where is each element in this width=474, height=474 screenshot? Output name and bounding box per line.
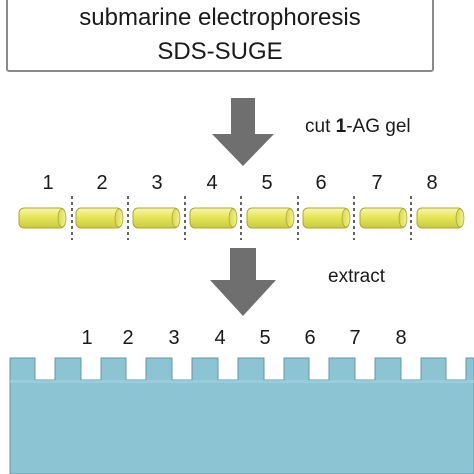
cut-prefix-text: cut [305, 116, 336, 137]
gel-segment-5 [246, 207, 295, 229]
segment-number-4: 4 [206, 172, 218, 194]
gel-segment-8 [416, 207, 465, 229]
segment-number-6: 6 [315, 172, 327, 194]
plate-body [9, 357, 474, 474]
down-arrow-1 [212, 98, 274, 166]
segment-number-7: 7 [371, 172, 383, 194]
cut-bold-number: 1 [335, 116, 347, 137]
well-number-4: 4 [214, 327, 226, 349]
segment-number-8: 8 [426, 172, 438, 194]
cut-dividers [71, 196, 412, 240]
segment-number-5: 5 [261, 172, 273, 194]
plate-highlight [10, 380, 474, 383]
well-number-6: 6 [304, 327, 316, 349]
title-box: submarine electrophoresis SDS-SUGE [6, 0, 434, 72]
gel-segment-4 [189, 207, 238, 229]
gel-segment-6 [302, 207, 351, 229]
well-number-3: 3 [168, 327, 180, 349]
gel-segment-3 [132, 207, 181, 229]
segment-number-1: 1 [42, 172, 54, 194]
cut-gel-label: cut 1-AG gel [305, 116, 411, 138]
segment-number-2: 2 [96, 172, 108, 194]
cut-suffix-text: -AG gel [346, 116, 411, 137]
gel-segment-1 [18, 207, 67, 229]
gel-segment-7 [359, 207, 408, 229]
down-arrow-2 [210, 248, 276, 316]
extract-label: extract [328, 266, 386, 287]
gel-segment-2 [75, 207, 124, 229]
title-line-2: SDS-SUGE [157, 38, 283, 65]
extraction-plate [9, 357, 474, 474]
title-line-1: submarine electrophoresis [79, 4, 361, 31]
well-number-7: 7 [349, 327, 361, 349]
well-number-2: 2 [122, 327, 134, 349]
well-number-1: 1 [81, 327, 93, 349]
gel-segments [18, 207, 465, 229]
well-number-5: 5 [259, 327, 271, 349]
segment-number-3: 3 [151, 172, 163, 194]
well-number-8: 8 [395, 327, 407, 349]
